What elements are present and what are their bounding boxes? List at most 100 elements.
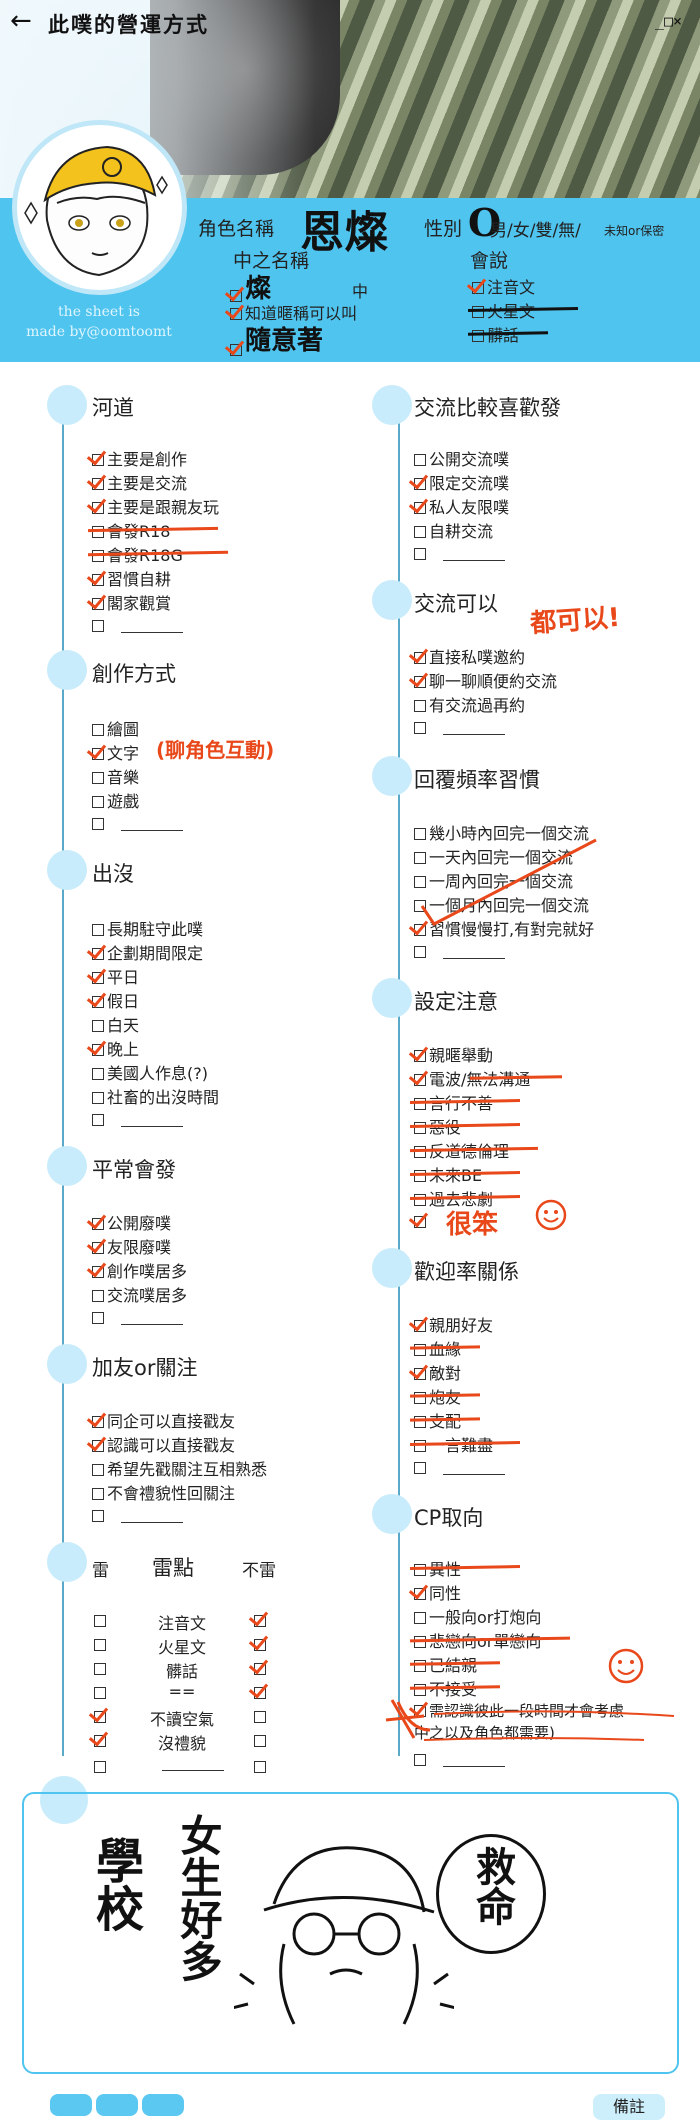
option-create-2[interactable]: 音樂 xyxy=(92,764,139,788)
cn-name-option-nickname[interactable]: 知道暱稱可以叫 xyxy=(230,300,357,324)
option-welcome-4[interactable]: 支配 xyxy=(414,1408,461,1432)
option-friend-3[interactable]: 不會禮貌性回關注 xyxy=(92,1480,235,1504)
lei-checkbox-right[interactable] xyxy=(254,1735,266,1747)
speak-option-2[interactable]: 髒話 xyxy=(472,322,519,346)
option-cp-other[interactable] xyxy=(414,1750,505,1769)
lei-checkbox-right[interactable] xyxy=(254,1761,266,1773)
option-canexchange-2[interactable]: 有交流過再約 xyxy=(414,692,525,716)
option-post-2[interactable]: 創作噗居多 xyxy=(92,1258,187,1282)
remarks-button[interactable]: 備註 xyxy=(593,2094,665,2120)
option-reply-3[interactable]: 一個月內回完一個交流 xyxy=(414,892,589,916)
option-setting-1[interactable]: 電波/無法溝通 xyxy=(414,1066,530,1090)
section-title-create: 創作方式 xyxy=(92,662,176,686)
option-post-0[interactable]: 公開廢噗 xyxy=(92,1210,171,1234)
option-canexchange-0[interactable]: 直接私噗邀約 xyxy=(414,644,525,668)
page-indicator-3[interactable] xyxy=(142,2094,184,2116)
option-create-0[interactable]: 繪圖 xyxy=(92,716,139,740)
option-cp-5[interactable]: 不接受 xyxy=(414,1676,477,1700)
option-create-3[interactable]: 遊戲 xyxy=(92,788,139,812)
option-reply-0[interactable]: 幾小時內回完一個交流 xyxy=(414,820,589,844)
option-exchange-0[interactable]: 公開交流噗 xyxy=(414,446,509,470)
option-appear-2[interactable]: 平日 xyxy=(92,964,139,988)
option-cp-1[interactable]: 同性 xyxy=(414,1580,461,1604)
option-exchange-1[interactable]: 限定交流噗 xyxy=(414,470,509,494)
option-setting-2[interactable]: 言行不善 xyxy=(414,1090,493,1114)
option-reply-2[interactable]: 一周內回完一個交流 xyxy=(414,868,573,892)
option-welcome-3[interactable]: 炮友 xyxy=(414,1384,461,1408)
lei-checkbox-left[interactable] xyxy=(94,1687,106,1699)
option-appear-5[interactable]: 晚上 xyxy=(92,1036,139,1060)
option-welcome-1[interactable]: 血緣 xyxy=(414,1336,461,1360)
cn-name-unit: 中 xyxy=(352,282,369,301)
section-dot xyxy=(47,385,87,425)
lei-checkbox-left[interactable] xyxy=(94,1663,106,1675)
option-reply-1[interactable]: 一天內回完一個交流 xyxy=(414,844,573,868)
option-canexchange-other[interactable] xyxy=(414,718,505,737)
lei-checkbox-right[interactable] xyxy=(254,1711,266,1723)
page-indicator-1[interactable] xyxy=(50,2094,92,2116)
option-exchange-other[interactable] xyxy=(414,544,505,563)
option-welcome-2[interactable]: 敵對 xyxy=(414,1360,461,1384)
option-hedao-6[interactable]: 閣家觀賞 xyxy=(92,590,171,614)
option-create-1[interactable]: 文字 xyxy=(92,740,139,764)
option-friend-other[interactable] xyxy=(92,1506,183,1525)
speak-option-1[interactable]: 火星文 xyxy=(472,298,535,322)
speak-option-0[interactable]: 注音文 xyxy=(472,274,535,298)
option-appear-7[interactable]: 社畜的出沒時間 xyxy=(92,1084,219,1108)
speech-bubble xyxy=(436,1834,546,1954)
lei-checkbox-left[interactable] xyxy=(94,1711,106,1723)
option-appear-other[interactable] xyxy=(92,1110,183,1129)
option-hedao-4[interactable]: 會發R18G xyxy=(92,542,183,566)
note-create: (聊角色互動) xyxy=(156,738,275,762)
option-welcome-5[interactable]: 一言難盡 xyxy=(414,1432,493,1456)
lei-checkbox-right[interactable] xyxy=(254,1663,266,1675)
option-appear-3[interactable]: 假日 xyxy=(92,988,139,1012)
lei-checkbox-left[interactable] xyxy=(94,1639,106,1651)
option-appear-6[interactable]: 美國人作息(?) xyxy=(92,1060,208,1084)
lei-checkbox-right[interactable] xyxy=(254,1639,266,1651)
option-setting-other[interactable] xyxy=(414,1212,429,1231)
lei-checkbox-left[interactable] xyxy=(94,1615,106,1627)
lei-checkbox-left[interactable] xyxy=(94,1735,106,1747)
option-cp-2[interactable]: 一般向or打炮向 xyxy=(414,1604,541,1628)
option-canexchange-1[interactable]: 聊一聊順便約交流 xyxy=(414,668,557,692)
lei-checkbox-left[interactable] xyxy=(94,1761,106,1773)
option-hedao-0[interactable]: 主要是創作 xyxy=(92,446,187,470)
option-setting-6[interactable]: 過去悲劇 xyxy=(414,1186,493,1210)
option-post-1[interactable]: 友限廢噗 xyxy=(92,1234,171,1258)
option-post-3[interactable]: 交流噗居多 xyxy=(92,1282,187,1306)
option-reply-other[interactable] xyxy=(414,942,505,961)
option-cp-0[interactable]: 異性 xyxy=(414,1556,461,1580)
option-reply-4[interactable]: 習慣慢慢打,有對完就好 xyxy=(414,916,594,940)
option-cp-4[interactable]: 已結親 xyxy=(414,1652,477,1676)
page-indicator-2[interactable] xyxy=(96,2094,138,2116)
lei-checkbox-right[interactable] xyxy=(254,1615,266,1627)
cn-name-option-scribble[interactable]: 隨意著 xyxy=(230,326,323,362)
option-appear-0[interactable]: 長期駐守此噗 xyxy=(92,916,203,940)
option-friend-1[interactable]: 認識可以直接戳友 xyxy=(92,1432,235,1456)
option-setting-3[interactable]: 惡役 xyxy=(414,1114,461,1138)
option-hedao-3[interactable]: 會發R18 xyxy=(92,518,170,542)
option-hedao-other[interactable] xyxy=(92,616,183,635)
option-exchange-2[interactable]: 私人友限噗 xyxy=(414,494,509,518)
option-welcome-other[interactable] xyxy=(414,1458,505,1477)
option-appear-1[interactable]: 企劃期間限定 xyxy=(92,940,203,964)
option-welcome-0[interactable]: 親朋好友 xyxy=(414,1312,493,1336)
option-exchange-3[interactable]: 自耕交流 xyxy=(414,518,493,542)
lei-checkbox-right[interactable] xyxy=(254,1687,266,1699)
section-title-cp: CP取向 xyxy=(414,1506,484,1530)
option-appear-4[interactable]: 白天 xyxy=(92,1012,139,1036)
option-hedao-1[interactable]: 主要是交流 xyxy=(92,470,187,494)
option-setting-5[interactable]: 未來BE xyxy=(414,1162,482,1186)
back-arrow-icon[interactable]: ← xyxy=(10,6,32,36)
option-friend-2[interactable]: 希望先戳關注互相熟悉 xyxy=(92,1456,267,1480)
option-setting-4[interactable]: 反道德倫理 xyxy=(414,1138,509,1162)
option-hedao-2[interactable]: 主要是跟親友玩 xyxy=(92,494,219,518)
window-controls[interactable]: _□× xyxy=(655,12,683,30)
option-hedao-5[interactable]: 習慣自耕 xyxy=(92,566,171,590)
option-setting-0[interactable]: 親暱舉動 xyxy=(414,1042,493,1066)
gender-suffix: 未知or保密 xyxy=(604,224,665,238)
option-friend-0[interactable]: 同企可以直接戳友 xyxy=(92,1408,235,1432)
option-post-other[interactable] xyxy=(92,1308,183,1327)
option-create-other[interactable] xyxy=(92,814,183,833)
